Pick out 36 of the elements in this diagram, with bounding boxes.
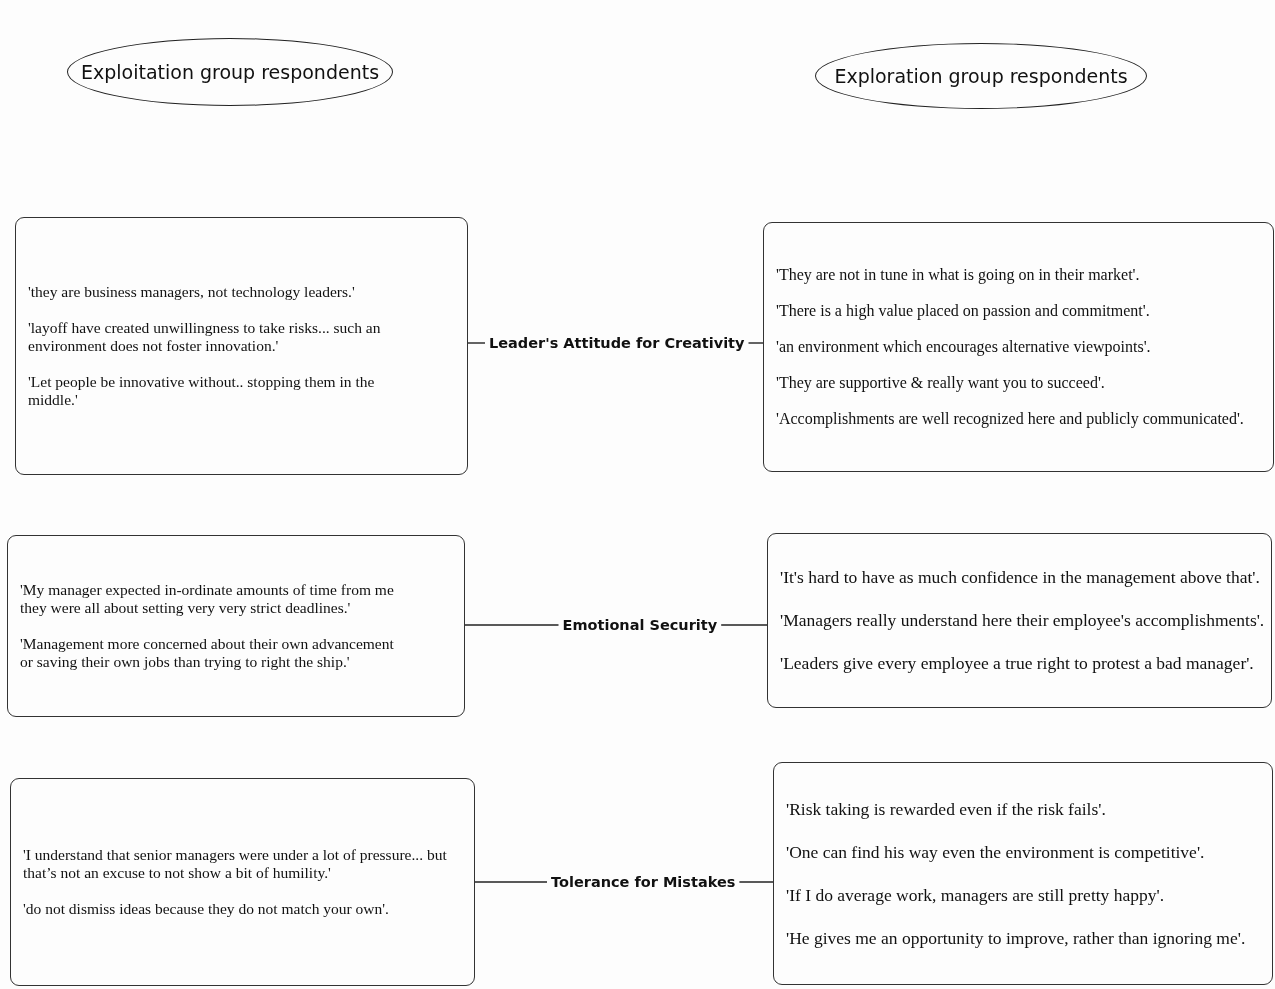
quote-text: 'Management more concerned about their own advancement or saving their own jobs than trying to right the ship.': [20, 635, 395, 671]
quote-text: 'They are not in tune in what is going on in their market'.: [776, 266, 1141, 284]
quote-box: [763, 222, 1274, 472]
quote-text: 'Leaders give every employee a true right to protest a bad manager'.: [780, 653, 1255, 674]
connector-line: [720, 624, 768, 626]
quote-text: 'an environment which encourages alternative viewpoints'.: [776, 338, 1152, 356]
quote-box: [15, 217, 468, 475]
connector-line: [464, 624, 560, 626]
connector-line: [474, 881, 548, 883]
quote-box: [767, 533, 1272, 708]
quote-text: 'Managers really understand here their employee's accomplishments'.: [780, 610, 1265, 631]
quote-text: 'they are business managers, not technology leaders.': [28, 283, 356, 301]
quote-text: 'I understand that senior managers were under a lot of pressure... but that’s not an excuse to not show a bit of humility.': [23, 846, 448, 882]
quote-text: 'If I do average work, managers are still pretty happy'.: [786, 884, 1166, 906]
connector-line: [747, 342, 764, 344]
theme-label: Emotional Security: [558, 617, 722, 633]
group-heading: Exploitation group respondents: [80, 61, 380, 83]
quote-text: 'layoff have created unwillingness to take risks... such an environment does not foster innovation.': [28, 319, 382, 355]
quote-text: 'One can find his way even the environment is competitive'.: [786, 841, 1206, 863]
quote-text: 'Risk taking is rewarded even if the risk fails'.: [786, 798, 1107, 820]
quote-box: [10, 778, 475, 986]
quote-text: 'There is a high value placed on passion and commitment'.: [776, 302, 1151, 320]
quote-text: 'They are supportive & really want you to succeed'.: [776, 374, 1106, 392]
connector-line: [738, 881, 774, 883]
quote-text: 'My manager expected in-ordinate amounts of time from me they were all about setting very very strict deadlines.': [20, 581, 395, 617]
quote-text: 'do not dismiss ideas because they do not match your own'.: [23, 900, 390, 918]
quote-box: [773, 762, 1273, 985]
theme-label: Leader's Attitude for Creativity: [485, 335, 749, 351]
group-heading: Exploration group respondents: [834, 65, 1128, 87]
theme-label: Tolerance for Mistakes: [547, 874, 740, 890]
quote-box: [7, 535, 465, 717]
quote-text: 'It's hard to have as much confidence in the management above that'.: [780, 567, 1261, 588]
quote-text: 'Let people be innovative without.. stopping them in the middle.': [28, 373, 376, 409]
connector-line: [467, 342, 486, 344]
quote-text: 'He gives me an opportunity to improve, rather than ignoring me'.: [786, 927, 1247, 949]
quote-text: 'Accomplishments are well recognized here and publicly communicated'.: [776, 410, 1245, 428]
